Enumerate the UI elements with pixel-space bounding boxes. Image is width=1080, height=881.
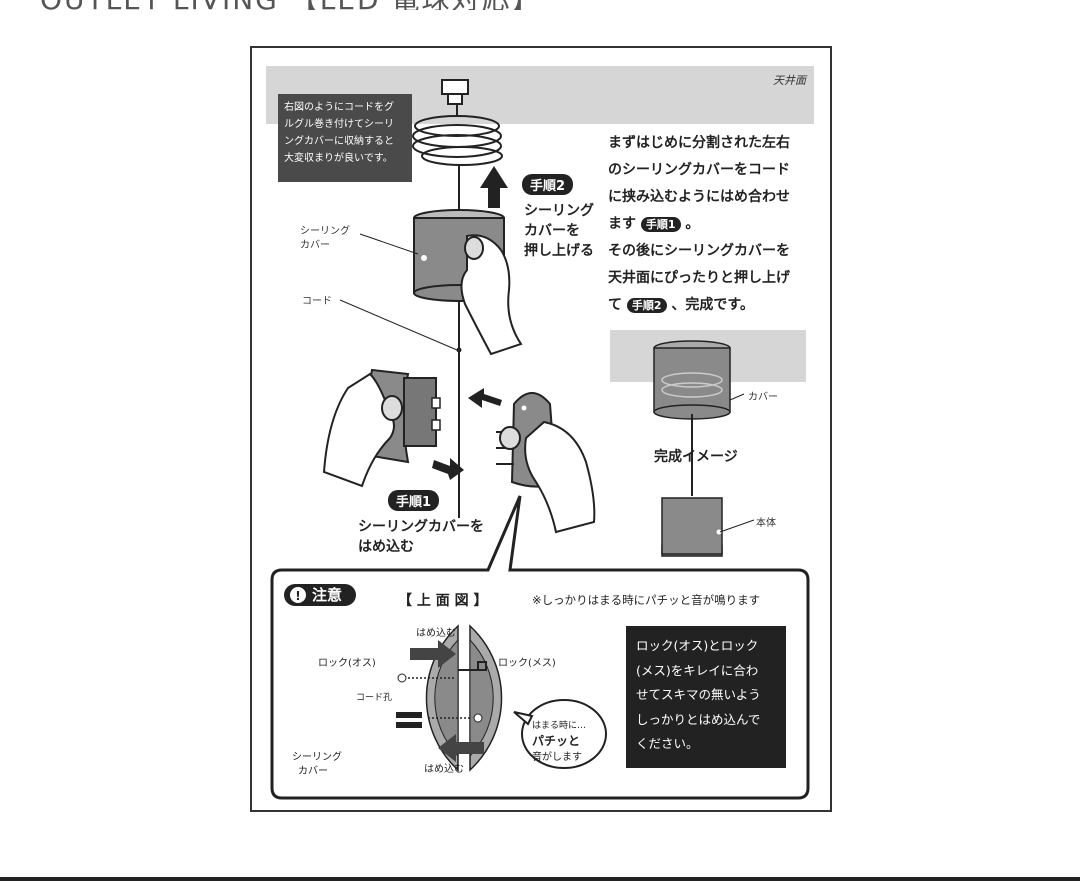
lock-female-label: ロック(メス) [498,658,556,669]
svg-text:!: ! [295,589,300,603]
ceiling-cover-label: カバー [300,240,330,251]
step2-text: シーリング [524,203,594,219]
body-label: 本体 [756,518,776,529]
bubble-text: パチッと [532,734,581,748]
ceiling-cover-label: シーリング [300,226,350,237]
cord-hole-label: コード孔 [356,693,393,703]
step2-text: カバーを [524,223,580,239]
instruction-text-part: 、完成です。 [671,297,755,313]
coiled-cord-icon [412,104,503,166]
insert-bottom-label: はめ込む [424,764,464,775]
step2-mini-badge: 手順2 [626,298,667,313]
top-view-disk-icon [394,624,532,772]
tip-line: ルグル巻き付けてシーリ [284,119,394,130]
sound-note: ※しっかりはまる時にパチッと音が鳴ります [532,593,761,607]
hand-push-icon [460,234,523,356]
cover-label: カバー [748,392,778,403]
arrow-right-icon [432,458,464,480]
ceiling-cover-icon [413,209,505,302]
right-hand-icon [499,420,596,534]
step1-mini-badge: 手順1 [640,217,681,232]
arrow-up-icon [480,166,508,208]
arrow-left-icon [468,388,502,408]
ceiling-label: 天井面 [773,74,806,87]
caution-note-line: しっかりとはめ込んで [636,711,761,727]
header-partial-text-strip: OUTLET LIVING 【LED 電球対応】 [0,0,1080,10]
insert-arrow-left-icon [438,734,484,762]
instruction-text: まずはじめに分割された左右 のシーリングカバーをコード に挟み込むようにはめ合わ… [608,130,813,319]
tip-box: 右図のようにコードをグ ルグル巻き付けてシーリ ングカバーに収納すると 大変収ま… [278,94,412,182]
tip-line: 大変収まりが良いです。 [284,153,393,164]
step1-text: はめ込む [358,539,414,555]
ceiling-fixture-icon [441,79,469,105]
caution-note-line: せてスキマの無いよう [636,687,761,702]
caution-note-box: ロック(オス)とロック (メス)をキレイに合わ せてスキマの無いよう しっかりと… [626,626,786,768]
step1-text: シーリングカバーを [358,519,484,535]
step2-badge: 手順2 [522,174,574,195]
instruction-line: その後にシーリングカバーを [608,243,790,259]
left-hand-icon [322,372,403,488]
insert-arrow-right-icon [410,640,456,668]
complete-image-panel [610,330,806,496]
tip-line: ングカバーに収納すると [284,136,394,147]
caution-note-line: ロック(オス)とロック [636,638,759,653]
instruction-line: 天井面にぴったりと押し上げ [608,270,790,286]
speech-bubble [513,699,607,769]
tip-line: 右図のようにコードをグ [284,102,394,113]
bubble-text: はまる時に… [532,721,587,731]
step1-badge: 手順1 [388,490,440,511]
instruction-line: まずはじめに分割された左右 [608,135,790,151]
caution-note-line: ください。 [636,736,699,751]
top-view-label: 【 上 面 図 】 [398,593,488,609]
ceiling-cover-label: シーリング [292,752,342,763]
instruction-text-part: 。 [685,216,700,232]
instruction-line: に挟み込むようにはめ合わせ [608,189,790,205]
instruction-text-part: ます [608,216,636,232]
complete-image-label: 完成イメージ [654,449,738,465]
lock-male-label: ロック(オス) [318,658,376,669]
instruction-line: て 手順2 、完成です。 [608,292,813,319]
caution-title: 注意 [312,586,343,604]
bubble-text: 音がします [532,752,582,763]
instruction-line: ます 手順1 。 [608,211,813,238]
lamp-body-icon [661,497,755,557]
caution-note-line: (メス)をキレイに合わ [636,662,759,678]
step2-text: 押し上げる [524,243,594,259]
instruction-sheet: 天井面 右図のようにコードをグ ルグル巻き付けてシーリ ングカバーに収納すると … [250,46,832,812]
instruction-line: のシーリングカバーをコード [608,162,790,178]
bottom-divider [0,877,1080,881]
ceiling-cover-label: カバー [298,766,328,777]
instruction-text-part: て [608,297,622,313]
caution-badge: ! [284,584,356,606]
cord-label: コード [302,296,332,307]
header-partial-text: OUTLET LIVING 【LED 電球対応】 [40,0,542,10]
insert-top-label: はめ込む [416,628,456,639]
